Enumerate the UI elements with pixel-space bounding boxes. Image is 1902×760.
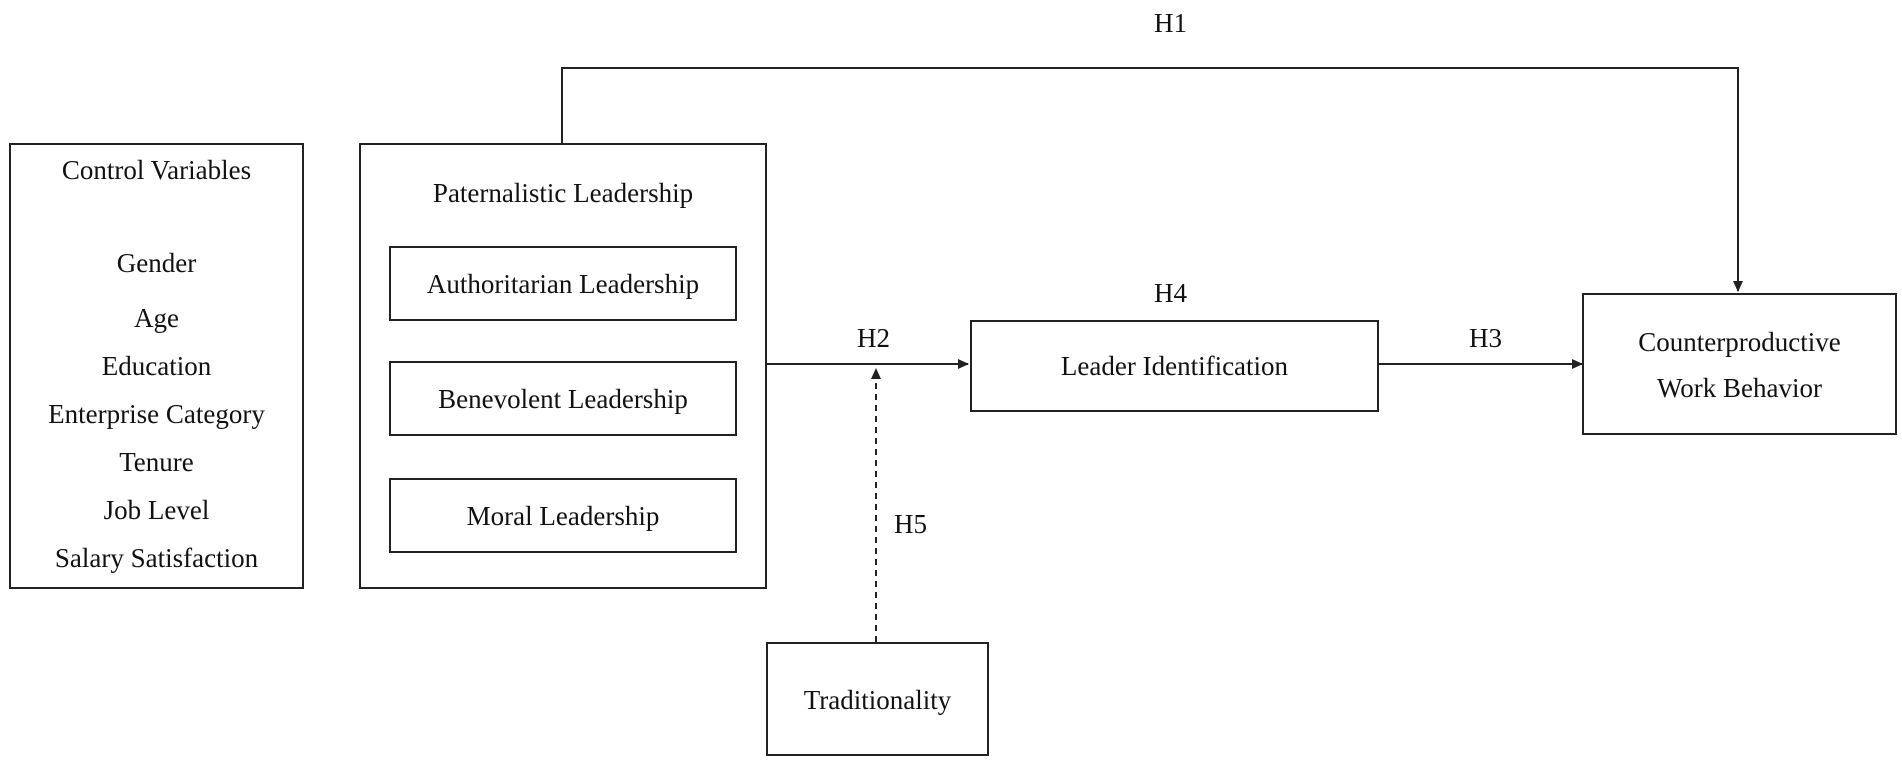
h5-label: H5 [894,509,927,539]
moral-leadership-label: Moral Leadership [466,501,660,531]
control-variable-item: Salary Satisfaction [54,543,259,573]
benevolent-leadership-label: Benevolent Leadership [438,384,688,414]
outcome-label-line2: Work Behavior [1656,373,1823,403]
control-variables-title: Control Variables [61,155,252,185]
h2-label: H2 [857,323,890,353]
moral-leadership-box: Moral Leadership [389,478,737,553]
control-variable-item: Enterprise Category [48,399,265,429]
authoritarian-leadership-box: Authoritarian Leadership [389,246,737,321]
control-variable-item: Education [101,351,212,381]
control-variable-item: Age [134,303,179,333]
control-variable-item: Tenure [119,447,194,477]
h4-label: H4 [1154,278,1187,308]
authoritarian-leadership-label: Authoritarian Leadership [426,269,700,299]
traditionality-label: Traditionality [803,685,952,715]
control-variable-item: Gender [116,248,197,278]
benevolent-leadership-box: Benevolent Leadership [389,361,737,436]
h3-label: H3 [1469,323,1502,353]
counterproductive-work-behavior-box: Counterproductive Work Behavior [1582,293,1897,435]
paternalistic-leadership-box: Paternalistic Leadership Authoritarian L… [359,143,767,589]
h1-label: H1 [1154,8,1187,38]
paternalistic-leadership-title: Paternalistic Leadership [432,178,694,208]
h1-arrow [561,67,1743,292]
leader-identification-label: Leader Identification [1060,351,1289,381]
control-variable-item: Job Level [103,495,210,525]
control-variables-box: Control Variables Gender Age Education E… [9,143,304,589]
traditionality-box: Traditionality [766,642,989,756]
leader-identification-box: Leader Identification [970,320,1379,412]
outcome-label-line1: Counterproductive [1638,327,1841,357]
